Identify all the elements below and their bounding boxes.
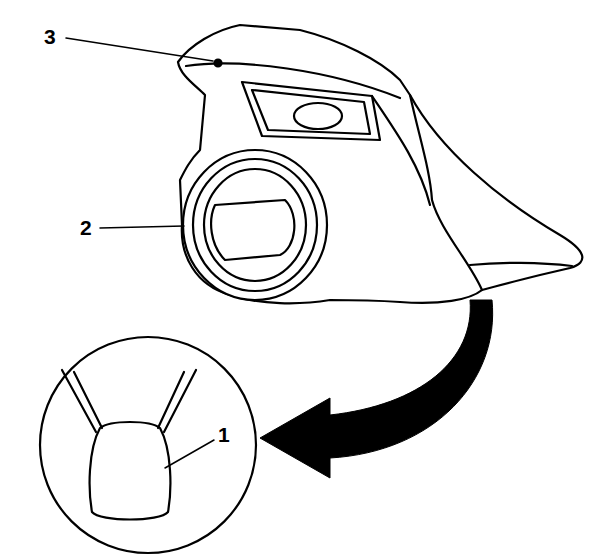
pushrod-hole <box>294 103 342 129</box>
side-edge <box>410 95 482 290</box>
trunnion-slot <box>211 200 294 260</box>
contact-pad <box>90 422 171 520</box>
pocket-inner <box>252 90 370 134</box>
callout-number: 1 <box>218 424 230 445</box>
leader-line <box>66 38 213 61</box>
rocker-arm-body <box>178 25 582 303</box>
detail-circle <box>40 337 256 553</box>
pocket <box>242 82 380 140</box>
tip-edge <box>470 263 572 266</box>
trunnion-ring <box>193 159 317 291</box>
oil-hole <box>215 60 222 67</box>
rib <box>372 96 430 205</box>
detail-arrow <box>260 300 493 478</box>
top-rim <box>186 64 400 98</box>
callout-number: 3 <box>44 26 56 47</box>
detail-edge <box>74 372 184 428</box>
leader-line <box>165 440 214 468</box>
callout-number: 2 <box>80 217 92 238</box>
trunnion-ring-inner <box>204 169 306 281</box>
leader-line <box>100 226 184 228</box>
detail-edge <box>62 370 96 432</box>
trunnion-outer <box>183 150 327 300</box>
